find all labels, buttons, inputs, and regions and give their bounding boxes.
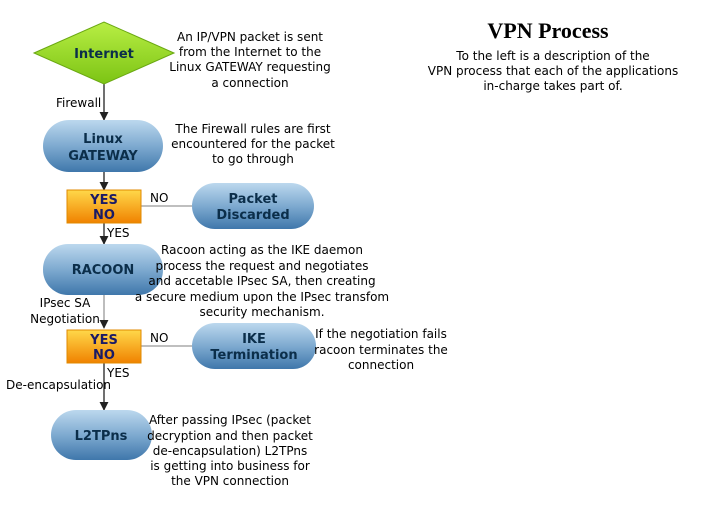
description-internet-line-2: from the Internet to the [179, 45, 321, 59]
edge-label-yes-2: YES [106, 366, 130, 380]
node-decision-1: YES NO [66, 189, 142, 224]
node-decision-2: YES NO [66, 329, 142, 364]
description-racoon-line-5: security mechanism. [199, 305, 324, 319]
description-racoon-line-3: and accetable IPsec SA, then creating [148, 274, 375, 288]
description-l2tpns-line-2: decryption and then packet [147, 429, 313, 443]
description-l2tpns-line-4: is getting into business for [150, 459, 310, 473]
page-subtitle-line-2: VPN process that each of the application… [428, 64, 678, 78]
description-ike-line-3: connection [348, 358, 414, 372]
edge-label-no-1: NO [150, 191, 168, 205]
node-packet-discarded: Packet Discarded [192, 183, 314, 229]
description-l2tpns-line-5: the VPN connection [171, 474, 289, 488]
edge-label-de-encapsulation: De-encapsulation [6, 378, 111, 392]
node-ike-label-line-2: Termination [210, 348, 297, 363]
description-gateway-line-1: The Firewall rules are first [174, 122, 330, 136]
description-ike-line-2: racoon terminates the [314, 343, 448, 357]
page-subtitle-line-3: in-charge takes part of. [483, 79, 622, 93]
description-gateway-line-2: encountered for the packet [171, 137, 335, 151]
node-internet-label: Internet [74, 47, 134, 62]
edge-label-ipsec-sa-line-2: Negotiation [30, 312, 100, 326]
description-racoon: Racoon acting as the IKE daemon process … [135, 243, 389, 319]
node-gateway-label-line-2: GATEWAY [68, 149, 138, 164]
description-internet-line-3: Linux GATEWAY requesting [169, 60, 330, 74]
edge-label-no-2: NO [150, 331, 168, 345]
description-ike: If the negotiation fails racoon terminat… [314, 327, 448, 372]
node-discarded-label-line-1: Packet [229, 192, 278, 207]
description-racoon-line-1: Racoon acting as the IKE daemon [161, 243, 363, 257]
description-gateway-line-3: to go through [212, 152, 294, 166]
description-gateway: The Firewall rules are first encountered… [171, 122, 335, 166]
connectors [99, 82, 192, 411]
node-racoon: RACOON [43, 244, 163, 295]
node-linux-gateway: Linux GATEWAY [43, 120, 163, 172]
page-title: VPN Process [487, 18, 609, 43]
decision-1-yes-label: YES [89, 193, 118, 208]
description-internet: An IP/VPN packet is sent from the Intern… [169, 30, 330, 90]
description-l2tpns-line-1: After passing IPsec (packet [149, 413, 311, 427]
decision-2-no-label: NO [93, 348, 115, 363]
node-l2tpns-label: L2TPns [75, 429, 128, 444]
edge-label-firewall: Firewall [56, 96, 101, 110]
description-racoon-line-4: a secure medium upon the IPsec transfom [135, 290, 389, 304]
node-internet: Internet [32, 21, 176, 85]
description-internet-line-1: An IP/VPN packet is sent [177, 30, 323, 44]
node-discarded-label-line-2: Discarded [216, 208, 289, 223]
node-gateway-label-line-1: Linux [83, 132, 123, 147]
node-ike-termination: IKE Termination [192, 323, 316, 369]
decision-1-no-label: NO [93, 208, 115, 223]
node-ike-label-line-1: IKE [242, 332, 266, 347]
page-subtitle-line-1: To the left is a description of the [455, 49, 649, 63]
description-racoon-line-2: process the request and negotiates [156, 259, 369, 273]
description-internet-line-4: a connection [211, 76, 288, 90]
decision-2-yes-label: YES [89, 333, 118, 348]
description-l2tpns-line-3: de-encapsulation) L2TPns [153, 444, 307, 458]
node-l2tpns: L2TPns [51, 410, 152, 460]
description-ike-line-1: If the negotiation fails [315, 327, 447, 341]
node-racoon-label: RACOON [72, 263, 135, 278]
edge-label-yes-1: YES [106, 226, 130, 240]
edge-label-ipsec-sa-line-1: IPsec SA [40, 296, 91, 310]
description-l2tpns: After passing IPsec (packet decryption a… [147, 413, 313, 488]
